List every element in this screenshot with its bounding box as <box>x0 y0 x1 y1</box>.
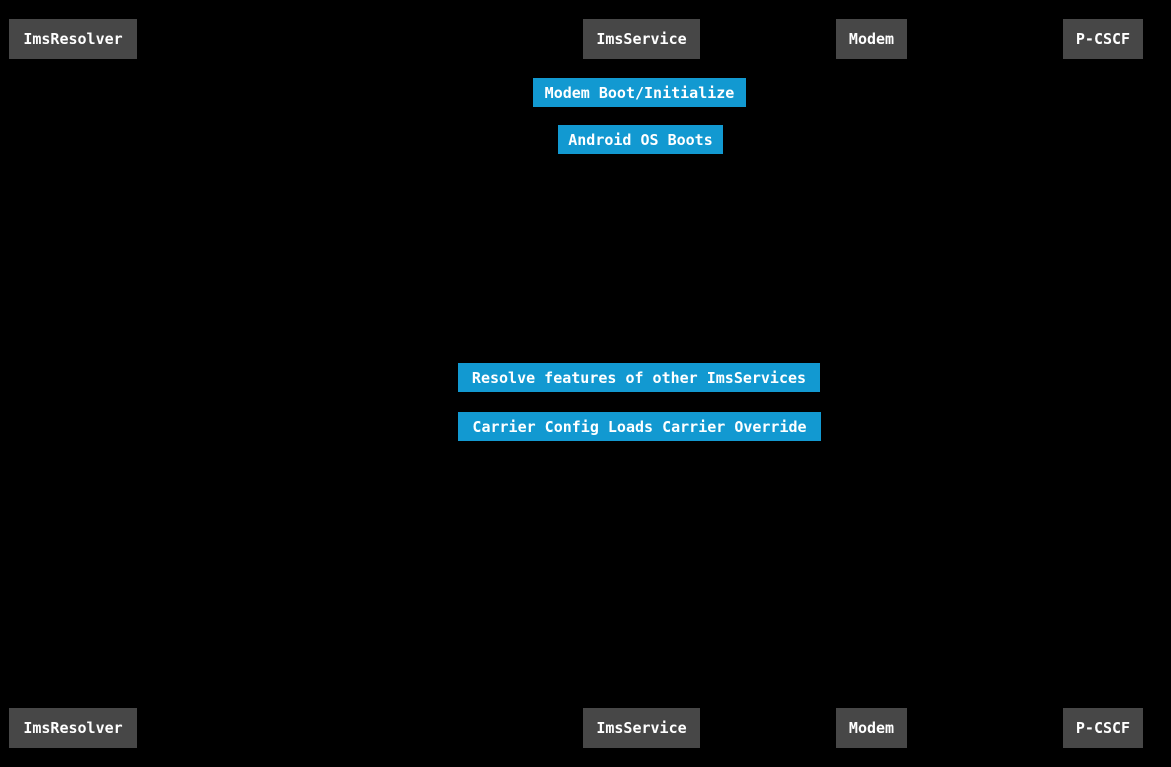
actor-top-imsservice: ImsService <box>583 19 700 59</box>
actor-top-imsresolver: ImsResolver <box>9 19 137 59</box>
actor-bottom-modem: Modem <box>836 708 907 748</box>
lifeline-pcscf <box>1103 59 1104 708</box>
actor-top-modem: Modem <box>836 19 907 59</box>
lifeline-imsresolver <box>73 59 74 708</box>
note-resolve-features: Resolve features of other ImsServices <box>458 363 820 392</box>
note-modem-boot: Modem Boot/Initialize <box>533 78 746 107</box>
actor-bottom-pcscf: P-CSCF <box>1063 708 1143 748</box>
note-carrier-config: Carrier Config Loads Carrier Override <box>458 412 821 441</box>
lifeline-modem <box>871 59 872 708</box>
actor-bottom-imsservice: ImsService <box>583 708 700 748</box>
actor-top-pcscf: P-CSCF <box>1063 19 1143 59</box>
note-android-os-boots: Android OS Boots <box>558 125 723 154</box>
actor-bottom-imsresolver: ImsResolver <box>9 708 137 748</box>
